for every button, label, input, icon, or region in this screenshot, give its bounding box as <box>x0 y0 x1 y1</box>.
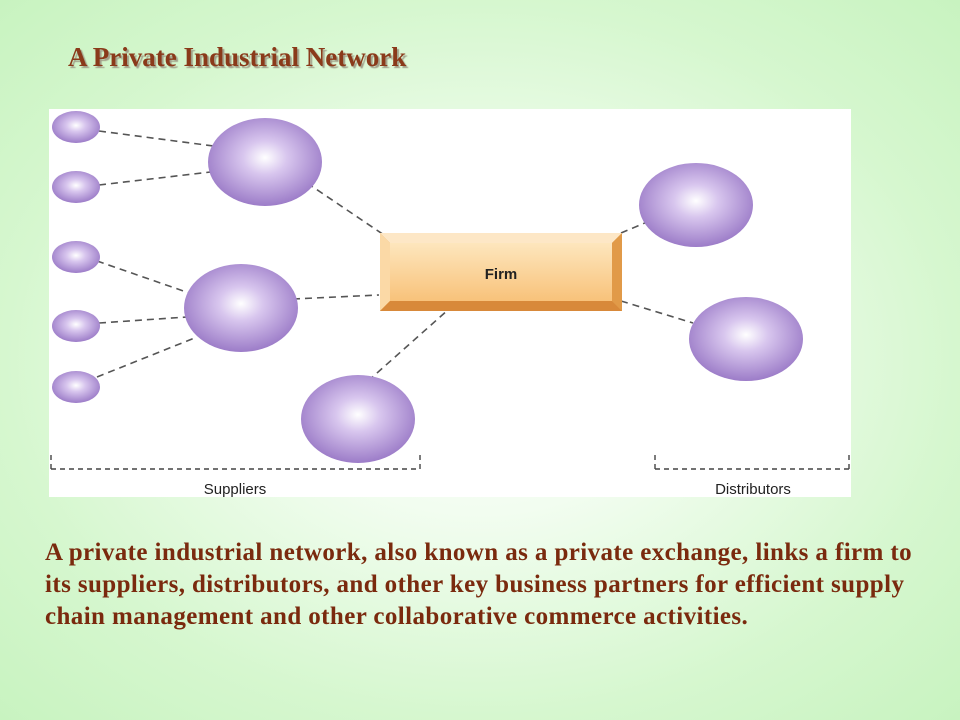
connector-line <box>306 182 388 238</box>
supplier-hub-node <box>301 375 415 463</box>
distributor-node <box>689 297 803 381</box>
connector-line <box>98 130 222 148</box>
suppliers-label: Suppliers <box>204 481 267 497</box>
distributors-bracket <box>654 455 850 470</box>
supplier-node <box>52 111 100 143</box>
network-diagram: Firm Suppliers Distributors <box>49 109 851 497</box>
distributors-label: Distributors <box>715 481 791 497</box>
connector-line <box>98 170 220 186</box>
connector-lines <box>96 130 694 390</box>
supplier-hub-node <box>184 264 298 352</box>
connector-line <box>292 294 380 300</box>
slide-caption: A private industrial network, also known… <box>45 539 913 630</box>
supplier-node <box>52 371 100 403</box>
supplier-node <box>52 171 100 203</box>
suppliers-bracket <box>50 455 421 470</box>
supplier-node <box>52 310 100 342</box>
connector-line <box>96 336 198 378</box>
connector-line <box>96 260 196 296</box>
connector-line <box>358 308 450 390</box>
connector-line <box>620 300 694 324</box>
connector-line <box>620 216 660 234</box>
supplier-nodes-large <box>184 118 415 463</box>
slide-title: A Private Industrial Network <box>68 42 407 72</box>
supplier-nodes-small <box>52 111 100 403</box>
distributor-nodes <box>639 163 803 381</box>
distributor-node <box>639 163 753 247</box>
firm-label: Firm <box>485 266 518 283</box>
connector-line <box>98 316 188 324</box>
supplier-hub-node <box>208 118 322 206</box>
supplier-node <box>52 241 100 273</box>
firm-box: Firm <box>380 233 622 311</box>
